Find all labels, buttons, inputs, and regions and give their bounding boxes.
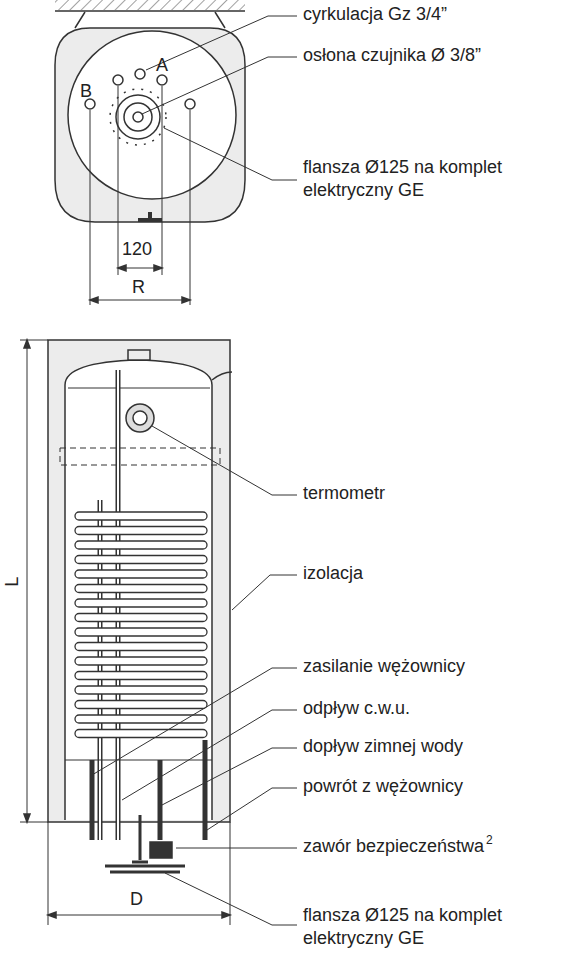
callout-label: R <box>132 276 145 299</box>
callout-label: B <box>80 80 92 103</box>
callout-label: 120 <box>122 238 152 261</box>
callout-label: dopływ zimnej wody <box>303 735 463 758</box>
callout-label: osłona czujnika Ø 3/8” <box>303 44 481 67</box>
callout-label: D <box>130 888 143 911</box>
callout-label: powrót z wężownicy <box>303 775 463 798</box>
callout-label: zawór bezpieczeństwa <box>303 835 484 858</box>
callout-label: zasilanie wężownicy <box>303 655 465 678</box>
callout-label: izolacja <box>303 562 363 585</box>
callout-label: cyrkulacja Gz 3/4” <box>303 3 447 26</box>
callout-label: A <box>156 54 168 77</box>
callout-label: L <box>1 577 24 587</box>
callout-label: 2 <box>486 833 493 849</box>
callout-label: flansza Ø125 na komplet elektryczny GE <box>303 904 575 951</box>
callout-label: termometr <box>303 482 385 505</box>
callout-label: flansza Ø125 na komplet elektryczny GE <box>303 156 575 203</box>
callout-label: odpływ c.w.u. <box>303 697 410 720</box>
